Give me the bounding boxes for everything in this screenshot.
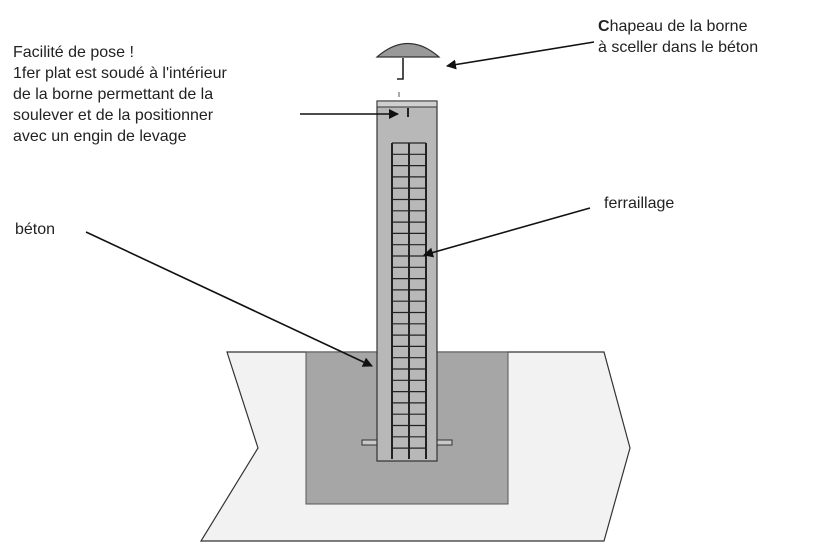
label-ferraillage: ferraillage: [604, 193, 674, 214]
label-chapeau: Chapeau de la borne à sceller dans le bé…: [598, 16, 758, 58]
cap-dome: [375, 43, 441, 58]
label-pose-line-3: de la borne permettant de la: [13, 86, 214, 103]
label-chapeau-line-2: à sceller dans le béton: [598, 39, 759, 56]
arrow-ferraillage: [423, 207, 591, 258]
arrow-chapeau: [446, 41, 595, 70]
label-chapeau-rest: hapeau de la borne: [609, 18, 748, 35]
arrow-beton: [85, 231, 373, 367]
label-pose-line-5: avec un engin de levage: [13, 128, 187, 145]
bollard-post: [376, 100, 438, 462]
label-pose-line-1: Facilité de pose !: [13, 44, 134, 61]
label-pose: Facilité de pose ! 1fer plat est soudé à…: [13, 42, 227, 147]
label-beton: béton: [15, 219, 55, 240]
label-pose-line-4: soulever et de la positionner: [13, 107, 214, 124]
label-ferraillage-text: ferraillage: [604, 195, 675, 212]
label-pose-line-2: 1fer plat est soudé à l'intérieur: [13, 65, 227, 82]
rebar-cage: [391, 142, 427, 459]
label-chapeau-line-1: Chapeau de la borne: [598, 16, 758, 37]
label-chapeau-initial: C: [598, 18, 610, 35]
label-beton-text: béton: [15, 221, 56, 238]
cap-hook: [397, 58, 404, 80]
top-plate: [376, 100, 438, 108]
